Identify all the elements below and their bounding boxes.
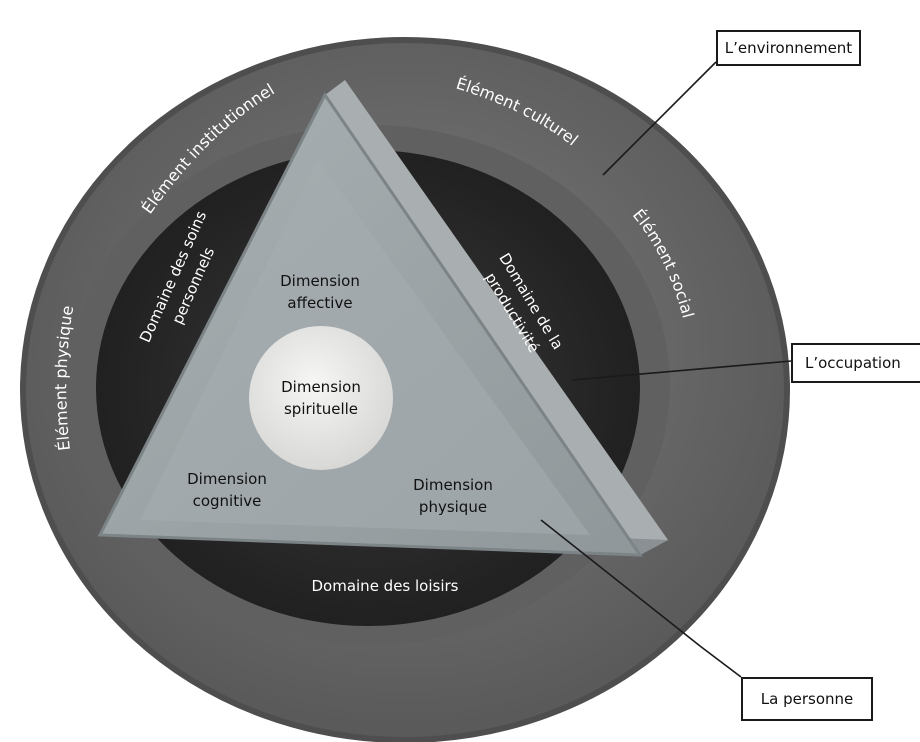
connector-environment (602, 61, 717, 176)
connector-person (540, 519, 742, 678)
svg-text:Dimension: Dimension (413, 476, 493, 494)
connector-occupation (571, 360, 792, 381)
callout-occupation-text: L’occupation (805, 354, 901, 372)
dimension-cognitive-label: Dimension cognitive (187, 470, 267, 510)
callout-occupation: L’occupation (791, 343, 920, 383)
person-triangle-side (325, 80, 668, 555)
callout-person-text: La personne (760, 690, 854, 708)
svg-text:cognitive: cognitive (193, 492, 262, 510)
dimension-physical-label: Dimension physique (413, 476, 493, 516)
callout-environment-text: L’environnement (724, 39, 853, 57)
svg-text:Dimension: Dimension (187, 470, 267, 488)
dimension-spiritual-label: Dimension spirituelle (281, 378, 361, 418)
svg-text:Dimension: Dimension (280, 272, 360, 290)
dimension-affective-label: Dimension affective (280, 272, 360, 312)
svg-text:spirituelle: spirituelle (284, 400, 358, 418)
environment-ring-rim (20, 37, 790, 742)
svg-text:affective: affective (287, 294, 352, 312)
svg-text:physique: physique (419, 498, 487, 516)
callout-environment: L’environnement (716, 30, 861, 66)
spiritual-core (249, 326, 393, 470)
domain-leisure-label: Domaine des loisirs (311, 577, 458, 595)
callout-person: La personne (741, 677, 873, 721)
svg-text:Dimension: Dimension (281, 378, 361, 396)
